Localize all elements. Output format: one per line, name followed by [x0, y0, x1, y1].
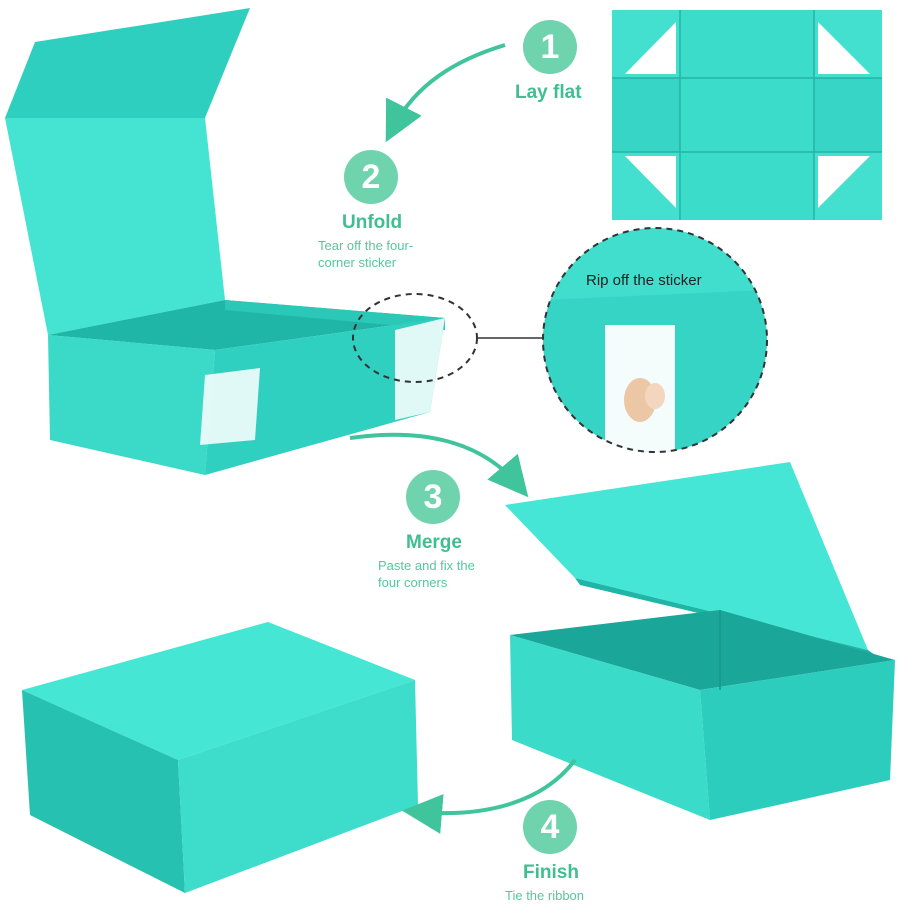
step-4-number-badge: 4 — [523, 800, 577, 854]
arrow-step1-to-step2 — [393, 45, 505, 128]
step-3-title: Merge — [406, 532, 496, 554]
flat-box-layout — [612, 10, 882, 220]
open-box-merged — [505, 462, 895, 820]
step-3-description: Paste and fix the four corners — [378, 557, 496, 591]
step-3-merge: 3 Merge Paste and fix the four corners — [378, 470, 496, 591]
step-4-finish: 4 Finish Tie the ribbon — [505, 800, 584, 904]
step-3-number-badge: 3 — [406, 470, 460, 524]
callout-label: Rip off the sticker — [586, 272, 702, 289]
step-1-number-badge: 1 — [523, 20, 577, 74]
step-1-title: Lay flat — [515, 82, 582, 104]
step-4-title: Finish — [523, 862, 584, 884]
step-1-lay-flat: 1 Lay flat — [515, 20, 582, 104]
step-2-number-badge: 2 — [344, 150, 398, 204]
step-2-description: Tear off the four-corner sticker — [318, 237, 436, 271]
step-2-unfold: 2 Unfold Tear off the four-corner sticke… — [318, 150, 436, 271]
step-4-description: Tie the ribbon — [505, 887, 584, 904]
sticker-callout-circle — [543, 228, 767, 470]
step-2-title: Unfold — [342, 212, 436, 234]
closed-box-finished — [22, 622, 418, 893]
